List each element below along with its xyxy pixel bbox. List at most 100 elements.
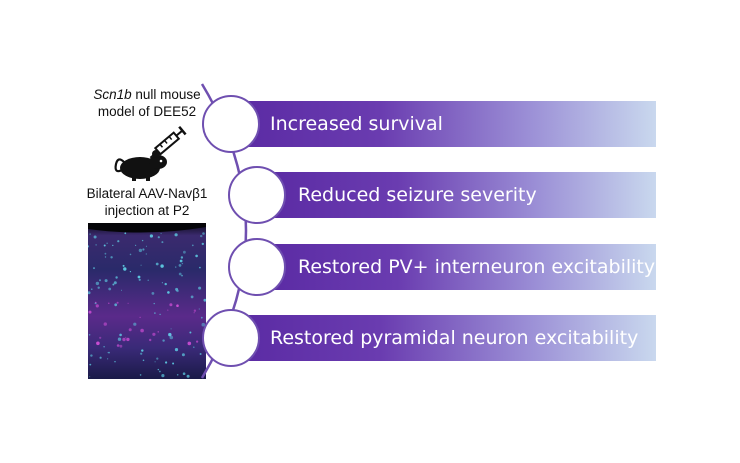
micrograph-cell [113,281,117,285]
micrograph-cell [154,361,156,363]
micrograph-cell [122,337,126,342]
micrograph-cell [99,336,102,339]
micrograph-cell [88,245,90,248]
micrograph-cell [174,348,179,352]
micrograph-cell [162,339,165,342]
outcome-banner-4: Restored pyramidal neuron excitability [232,315,656,361]
micrograph-cell [175,266,177,268]
micrograph-cell [104,256,107,258]
micrograph-cell [107,358,109,360]
micrograph-cell [145,245,147,247]
outcome-label-3: Restored PV+ interneuron excitability [298,256,656,278]
micrograph-cell [178,264,182,267]
micrograph-cell [104,279,108,283]
micrograph-cell [89,376,91,378]
micrograph-cell [97,286,100,289]
micrograph-cell [159,370,161,373]
brain-cortex-micrograph [88,223,206,379]
micrograph-cell [152,332,156,336]
injection-description: Bilateral AAV-Navβ1 injection at P2 [72,185,222,219]
micrograph-cell [99,279,101,282]
micrograph-cell [191,244,194,247]
micrograph-cell [119,333,122,337]
micrograph-cell [95,281,100,286]
micrograph-cell [169,303,173,307]
micrograph-cell [90,354,93,357]
micrograph-cell [179,259,183,263]
micrograph-cell [201,242,204,246]
micrograph-cell [170,328,172,330]
micrograph-cell [129,271,131,273]
micrograph-cell [128,328,132,332]
micrograph-cell [157,331,159,333]
micrograph-cell [165,361,168,364]
micrograph-cell [174,233,178,237]
micrograph-cell [140,328,144,333]
micrograph-cell [138,278,141,281]
injection-line-2: injection at P2 [104,203,190,218]
micrograph-cell [133,322,137,326]
micrograph-cell [155,262,159,266]
micrograph-cell [149,338,152,342]
micrograph-cell [141,239,144,242]
micrograph-cell [167,291,170,294]
outcome-banner-3: Restored PV+ interneuron excitability [258,244,656,290]
micrograph-cell [169,335,174,340]
micrograph-cell [172,362,175,365]
micrograph-cell [176,374,179,376]
micrograph-cell [127,302,129,304]
micrograph-cell [121,289,122,291]
micrograph-cell [142,359,145,362]
micrograph-cell [193,346,195,348]
micrograph-cell [114,303,118,307]
micrograph-cell [164,282,167,286]
model-description: Scn1b null mouse model of DEE52 [72,86,222,120]
micrograph-cell [178,272,182,276]
outcome-node-1 [202,95,260,153]
micrograph-cell [157,368,159,371]
micrograph-cell [96,341,100,346]
micrograph-cell [126,337,130,342]
micrograph-cell [199,266,201,269]
micrograph-cell [167,309,169,311]
micrograph-cell [160,264,164,268]
micrograph-cell [103,244,106,247]
micrograph-cell [89,233,91,235]
micrograph-cell [123,267,127,271]
micrograph-cell [103,346,105,348]
micrograph-cell [114,361,116,363]
outcome-label-4: Restored pyramidal neuron excitability [270,327,639,349]
micrograph-cell [189,331,192,334]
micrograph-cell [104,252,107,255]
micrograph-cell [116,344,120,347]
micrograph-cell [142,248,145,251]
micrograph-cell [138,248,143,253]
micrograph-cell [125,336,127,338]
micrograph-cell [88,291,91,295]
micrograph-cell [106,242,108,244]
mouse-syringe-icon [114,125,187,181]
micrograph-cell [159,313,161,316]
micrograph-cell [186,374,190,378]
micrograph-cell [181,262,184,265]
model-line-2: model of DEE52 [97,104,197,119]
micrograph-cell [147,279,149,281]
micrograph-cell [139,374,142,376]
micrograph-cell [119,344,123,348]
micrograph-cell [139,316,141,318]
micrograph-cell [108,302,110,304]
micrograph-cell [93,235,97,239]
micrograph-cell [193,309,197,312]
micrograph-cell [176,304,179,307]
injection-line-1: Bilateral AAV-Navβ1 [86,186,208,201]
micrograph-cell [175,287,179,291]
micrograph-cell [190,295,194,299]
micrograph-cell [95,244,97,246]
micrograph-cell [141,349,144,352]
micrograph-cell [117,337,122,341]
outcome-label-1: Increased survival [270,113,443,135]
micrograph-cell [202,232,205,235]
micrograph-cell [124,232,127,235]
micrograph-cell [137,275,141,279]
micrograph-cell [183,250,186,254]
